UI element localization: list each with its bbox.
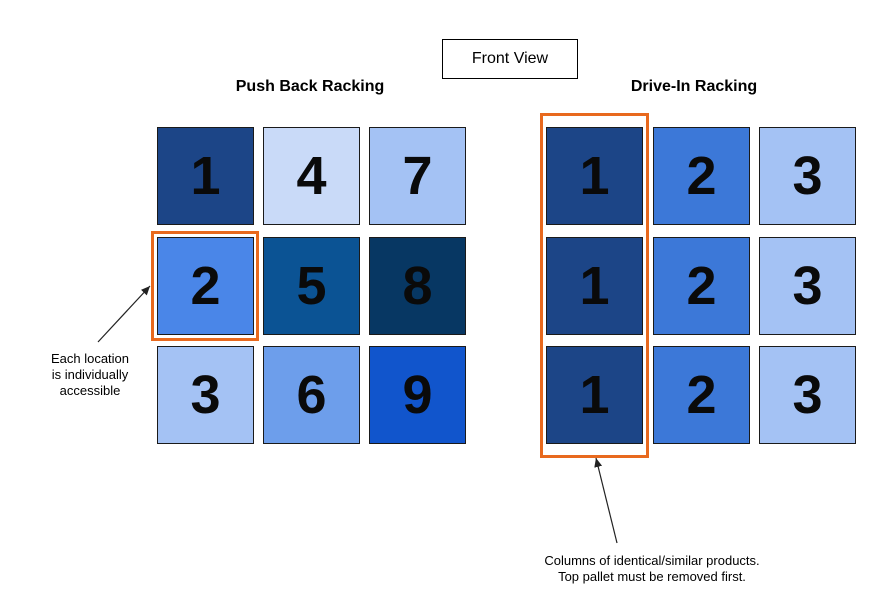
front-view-label: Front View [442,39,578,79]
drive-in-cell: 1 [546,127,643,225]
drive-in-note: Columns of identical/similar products. T… [544,553,759,585]
push-back-title: Push Back Racking [235,78,385,95]
drive-in-cell: 2 [653,346,750,444]
push-back-note-line: Each location [50,351,130,366]
drive-in-title: Drive-In Racking [630,78,758,95]
drive-in-note-line: Columns of identical/similar products. [544,553,760,568]
push-back-cell-2: 2 [157,237,254,335]
push-back-note: Each location is individually accessible [51,351,129,399]
push-back-cell-4: 4 [263,127,360,225]
drive-in-cell: 1 [546,346,643,444]
push-back-cell-7: 7 [369,127,466,225]
drive-in-cell: 3 [759,127,856,225]
drive-in-arrow [594,457,618,544]
push-back-cell-1: 1 [157,127,254,225]
drive-in-cell: 3 [759,346,856,444]
push-back-arrow [97,285,151,343]
drive-in-cell: 2 [653,237,750,335]
push-back-note-line: is individually [51,367,129,382]
drive-in-cell: 3 [759,237,856,335]
push-back-cell-6: 6 [263,346,360,444]
push-back-cell-9: 9 [369,346,466,444]
push-back-cell-8: 8 [369,237,466,335]
drive-in-cell: 1 [546,237,643,335]
push-back-highlight [151,231,259,341]
push-back-cell-5: 5 [263,237,360,335]
drive-in-cell: 2 [653,127,750,225]
push-back-cell-3: 3 [157,346,254,444]
push-back-note-line: accessible [59,383,121,398]
drive-in-column-highlight [540,113,649,458]
drive-in-note-line: Top pallet must be removed first. [558,569,746,584]
